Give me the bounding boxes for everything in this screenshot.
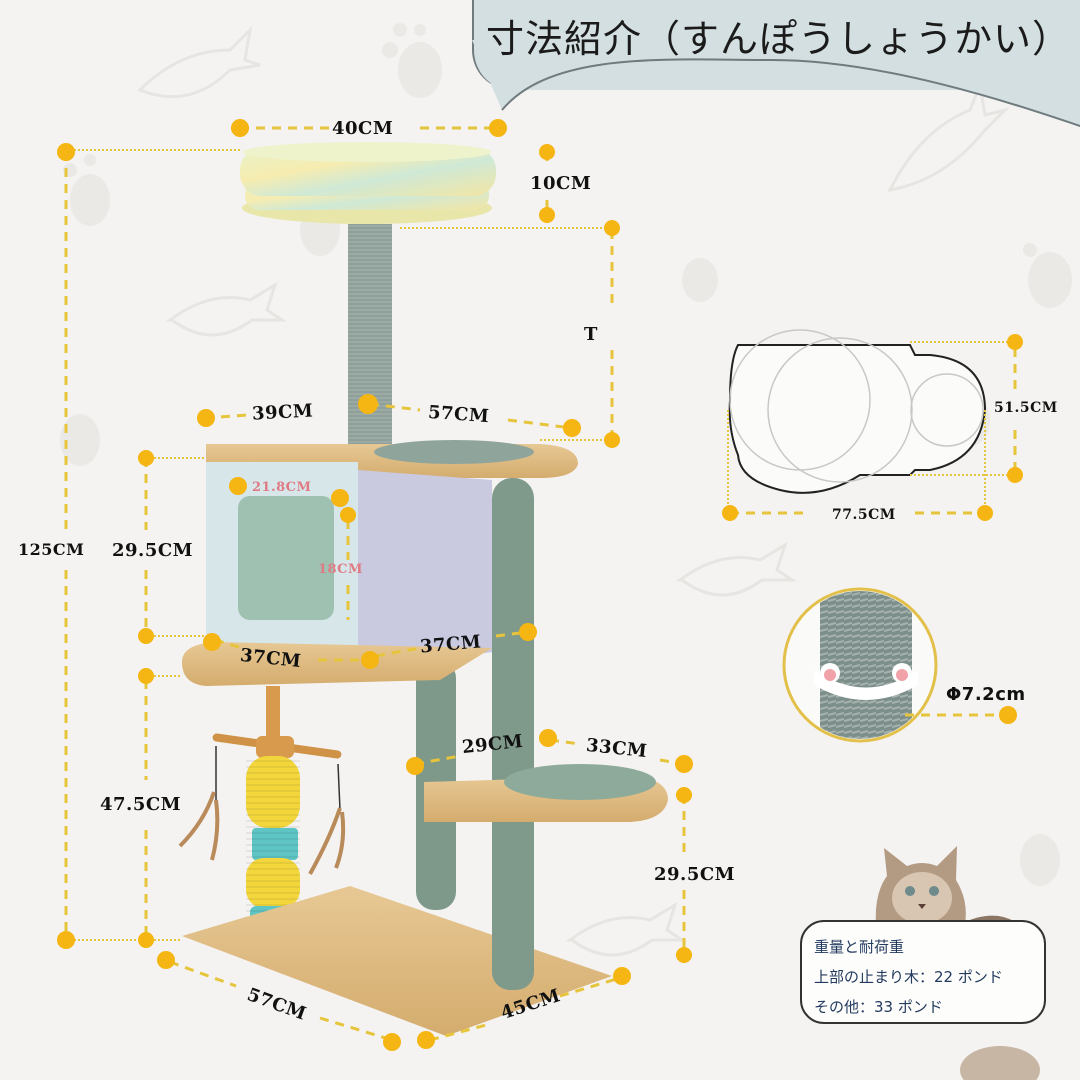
label-post-diameter: Φ7.2cm	[946, 684, 1026, 705]
feather-toy-icon	[178, 791, 346, 875]
base-board	[182, 886, 612, 1036]
label-top-perch-height: 10CM	[530, 173, 592, 194]
label-side-perch-height: 29.5CM	[654, 864, 736, 885]
fish-outline-icon	[137, 25, 261, 99]
scratch-pad	[374, 440, 534, 464]
label-footprint-depth: 51.5CM	[994, 400, 1058, 416]
plush-post-rear	[492, 478, 534, 988]
paw-print-icon	[398, 42, 442, 98]
label-footprint-length: 77.5CM	[832, 507, 896, 523]
label-condo-top-left: 39CM	[251, 400, 314, 425]
wooden-toy-post	[266, 686, 280, 736]
label-overall-height: 125CM	[18, 540, 85, 559]
kitten-bottom-icon	[960, 1046, 1040, 1080]
weight-card-top-perch: 上部の止まり木：22 ポンド	[814, 968, 1003, 986]
label-condo-top-right: 57CM	[427, 401, 490, 428]
label-top-perch-width: 40CM	[332, 118, 394, 139]
top-perch-bed	[240, 142, 496, 224]
weight-capacity-card: 重量と耐荷重 上部の止まり木：22 ポンド その他：33 ポンド	[800, 920, 1046, 1024]
weight-card-other: その他：33 ポンド	[814, 998, 943, 1016]
label-post-height-mark: T	[584, 324, 598, 345]
label-lower-height: 47.5CM	[100, 794, 182, 815]
side-scratch-pad	[504, 764, 656, 800]
page-title: 寸法紹介（すんぽうしょうかい）	[486, 17, 1072, 61]
label-door-height: 18CM	[318, 562, 363, 577]
fish-outline-icon	[675, 541, 797, 597]
fish-outline-icon	[887, 79, 1010, 193]
weight-card-heading: 重量と耐荷重	[814, 938, 905, 956]
fish-outline-icon	[165, 281, 287, 337]
label-condo-height: 29.5CM	[112, 540, 194, 561]
fish-outline-icon	[565, 901, 687, 957]
middle-platform	[182, 642, 492, 686]
sisal-post-closeup	[782, 587, 1017, 743]
condo-side	[358, 470, 492, 672]
label-door-width: 21.8CM	[252, 480, 312, 495]
footprint-diagram	[722, 329, 1023, 521]
banner-wave	[472, 40, 1080, 128]
condo-door-opening	[238, 496, 334, 620]
